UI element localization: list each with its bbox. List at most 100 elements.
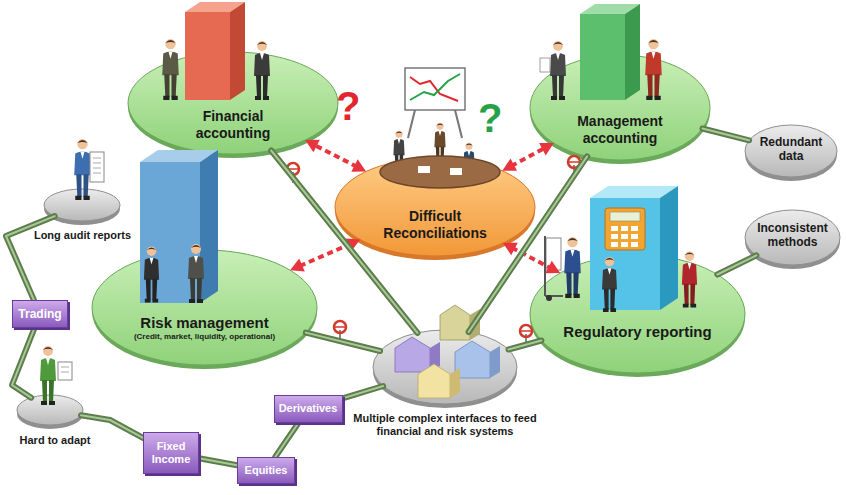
node-title: Equities [245,464,288,477]
data-pipe [703,129,750,141]
pipe-valve-part [520,325,532,337]
arrow-head [502,159,517,171]
data-pipe [275,423,298,457]
meeting-board [405,68,465,138]
source-box: Fixed Income [143,432,199,474]
platform-node: Regulatory reporting [530,255,745,373]
risk-cube-part [200,150,218,303]
node-title: Regulatory reporting [553,323,723,341]
regulatory-cube-part [660,186,678,310]
outline-face [17,395,83,425]
calculator-icon-part [610,212,640,221]
risk-people-part [188,244,204,303]
arrow-head [351,159,366,172]
calculator-icon-part [611,234,618,239]
pipe-shine [12,328,35,398]
arrow-head [290,259,305,272]
pipe-shine [717,255,756,274]
pipe-body [717,255,756,274]
financial-cube-part [185,12,230,100]
regulatory-people-part [546,295,552,301]
node-outline [530,255,745,373]
calculator-icon [605,208,645,250]
risk-people-part [144,246,159,302]
source-box: Equities [237,457,295,484]
pipe-body [306,333,380,351]
issue-disk: Redundant data [745,125,837,177]
regulatory-people-part [602,257,617,312]
audit-person-part [90,152,104,182]
arrow-shaft [314,145,357,167]
outline-face [530,55,710,160]
outline-face [92,250,317,365]
meeting-board-part [410,77,458,101]
management-cube-part [625,4,640,100]
issue-disk: Inconsistent methods [745,210,840,265]
question-mark: ? [478,98,502,138]
pipe-shine [343,386,384,398]
arrow-shaft [299,244,351,267]
reconcile-arrow [305,140,366,172]
data-pipe [306,333,380,351]
reconcile-arrow [502,143,554,171]
pipe-valve-part [568,161,580,163]
meeting-table-part [418,166,430,173]
pipe-shine [306,333,380,351]
calculator-icon-part [631,234,638,239]
calculator-icon-part [631,242,638,247]
data-pipe [717,255,756,274]
calculator-icon-part [611,242,618,247]
audit-person-part [93,163,101,164]
calculator-icon-part [621,242,628,247]
node-outline [335,158,535,256]
pipe-body [509,341,542,350]
audit-person-part [93,173,101,174]
management-cube-part [580,14,625,100]
arrow-head [503,243,518,255]
arrow-head [545,261,560,273]
source-box: Derivatives [274,395,343,423]
regulatory-cube [590,186,678,310]
label-holder: ? [336,86,360,126]
pipe-shine [509,341,542,350]
interface-hub: Multiple complex interfaces to feed fina… [330,325,560,450]
pipe-body [199,458,237,465]
reconcile-arrow [290,238,360,271]
data-pipe [6,216,55,300]
data-pipe [343,386,384,398]
node-title: Risk management [115,314,295,332]
management-people-part [540,58,550,72]
question-mark: ? [336,86,360,126]
meeting-board-part [405,68,465,110]
adapt-person-part [58,362,72,380]
regulatory-cube-part [590,198,660,310]
meeting-board-part [410,74,460,100]
calculator-icon-part [611,226,618,231]
arrow-shaft [511,148,545,166]
platform-node: Financial accounting [128,52,338,154]
adapt-person-part [61,367,69,368]
node-title: Long audit reports [28,229,138,242]
pipe-body [6,216,55,300]
node-title: Inconsistent methods [751,221,835,250]
node-title: Multiple complex interfaces to feed fina… [345,412,545,438]
pipe-valve-part [520,330,532,332]
calculator-icon-part [631,226,638,231]
outline-face [128,52,338,154]
data-pipe [199,458,237,465]
outline-face [745,125,837,177]
node-title: Difficult Reconciliations [373,208,497,242]
node-title: Financial accounting [178,108,288,142]
central-platform: Difficult Reconciliations [335,158,535,256]
pipe-valve-part [334,321,346,333]
pipe-valve-part [334,326,346,328]
node-title: Hard to adapt [7,434,103,447]
label-holder: ? [478,98,502,138]
data-pipe [509,341,542,350]
pipe-shine [6,216,55,300]
interface-blocks-part [440,305,470,340]
meeting-board-part [408,110,415,138]
pipe-shine [275,423,298,457]
outline-face [530,255,745,373]
source-box: Trading [12,300,68,328]
